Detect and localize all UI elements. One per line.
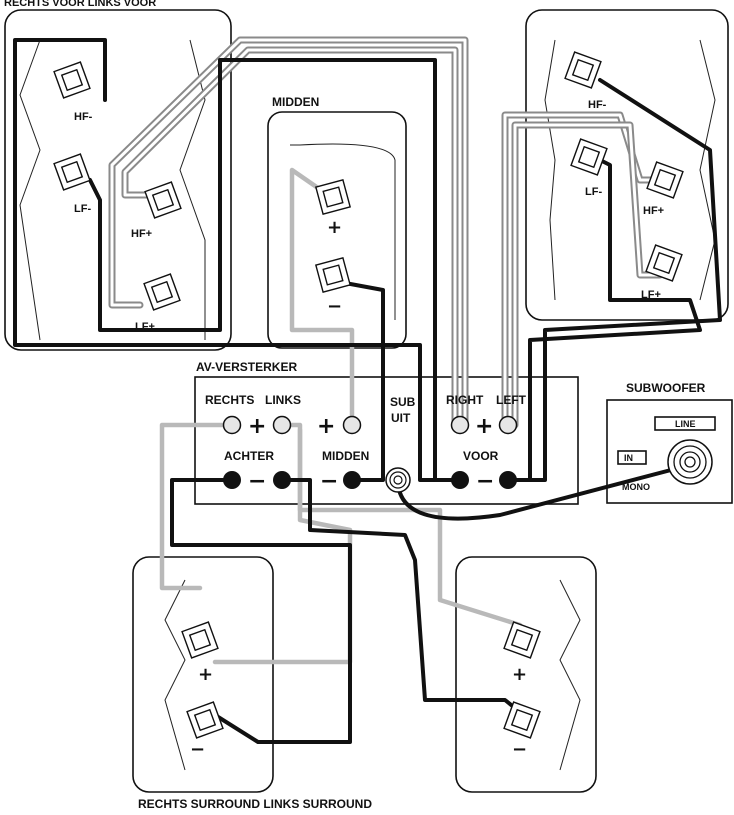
title-label: RECHTS VOOR LINKS VOOR: [4, 0, 156, 9]
center-amp-label: MIDDEN: [322, 449, 369, 463]
front-right-plus-terminal: [450, 415, 470, 435]
front-left-amp-label: LEFT: [496, 393, 527, 407]
sub-line-label: LINE: [675, 419, 696, 429]
rear-left-label: LINKS: [265, 393, 301, 407]
center-amp-minus-sign: −: [320, 469, 338, 494]
fl-lf-minus-label: LF-: [585, 186, 602, 198]
front-left-minus-terminal: [499, 471, 517, 489]
sub-out-jack: [385, 467, 411, 493]
center-minus-terminal: [343, 471, 361, 489]
black-wires: [13, 38, 722, 744]
front-plus-sign: +: [475, 414, 493, 439]
front-left-speaker: [525, 9, 729, 321]
sl-plus-sign: +: [512, 664, 527, 685]
front-right-amp-label: RIGHT: [446, 393, 484, 407]
footer-label: RECHTS SURROUND LINKS SURROUND: [138, 797, 372, 811]
fr-hf-minus-label: HF-: [74, 111, 93, 123]
rear-minus-sign: −: [248, 469, 266, 494]
sub-out-label-1: SUB: [390, 395, 416, 409]
center-plus-sign: +: [327, 217, 342, 238]
center-amp-plus-sign: +: [317, 414, 335, 439]
fr-lf-plus-label: LF+: [135, 321, 155, 333]
sl-minus-sign: −: [512, 739, 527, 760]
front-minus-sign: −: [476, 469, 494, 494]
fr-hf-plus-label: HF+: [131, 228, 152, 240]
rear-plus-sign: +: [248, 414, 266, 439]
sr-minus-sign: −: [190, 739, 205, 760]
subwoofer: [606, 399, 733, 504]
rear-right-plus-terminal: [222, 415, 242, 435]
surround-right-speaker: [132, 556, 274, 793]
fr-lf-minus-label: LF-: [74, 203, 91, 215]
line-input-box: [654, 416, 716, 431]
rear-left-minus-terminal: [273, 471, 291, 489]
front-left-plus-terminal: [498, 415, 518, 435]
center-label: MIDDEN: [272, 95, 319, 109]
front-right-speaker: [4, 9, 232, 351]
front-right-minus-terminal: [451, 471, 469, 489]
fl-lf-plus-label: LF+: [641, 289, 661, 301]
speaker-terminals: [53, 51, 684, 739]
sub-mono-label: MONO: [622, 482, 650, 492]
amp-terminals: [222, 415, 713, 493]
sub-in-label: IN: [624, 453, 633, 463]
sr-plus-sign: +: [198, 664, 213, 685]
labels: HF- LF- HF+ LF+ HF- LF- HF+ LF+ MIDDEN +…: [74, 95, 706, 811]
sub-in-jack: [667, 439, 713, 485]
sub-out-label-2: UIT: [391, 411, 411, 425]
fl-hf-plus-label: HF+: [643, 205, 664, 217]
rear-left-plus-terminal: [272, 415, 292, 435]
in-input-box: [617, 450, 647, 465]
amplifier-label: AV-VERSTERKER: [196, 360, 297, 374]
front-group-label: VOOR: [463, 449, 499, 463]
subwoofer-label: SUBWOOFER: [626, 381, 706, 395]
rear-right-minus-terminal: [223, 471, 241, 489]
center-plus-terminal: [342, 415, 362, 435]
grey-wires: [108, 36, 664, 665]
center-minus-sign: −: [327, 296, 342, 317]
rear-right-label: RECHTS: [205, 393, 254, 407]
rear-group-label: ACHTER: [224, 449, 274, 463]
fl-hf-minus-label: HF-: [588, 99, 607, 111]
